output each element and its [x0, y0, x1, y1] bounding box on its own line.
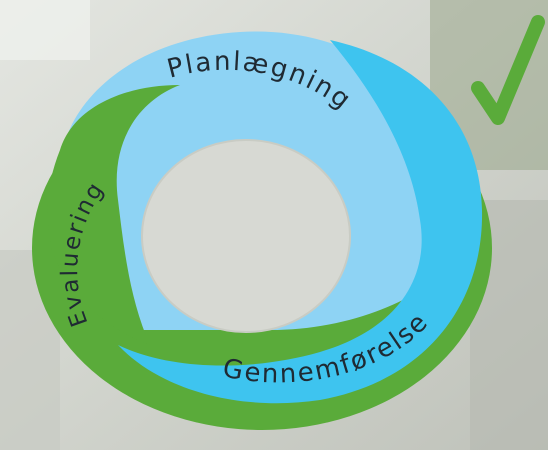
execution-band [118, 40, 483, 404]
evaluation-band [47, 85, 181, 345]
ring-center [142, 140, 350, 332]
cycle-ring [32, 31, 492, 430]
checkmark-icon [471, 15, 545, 125]
